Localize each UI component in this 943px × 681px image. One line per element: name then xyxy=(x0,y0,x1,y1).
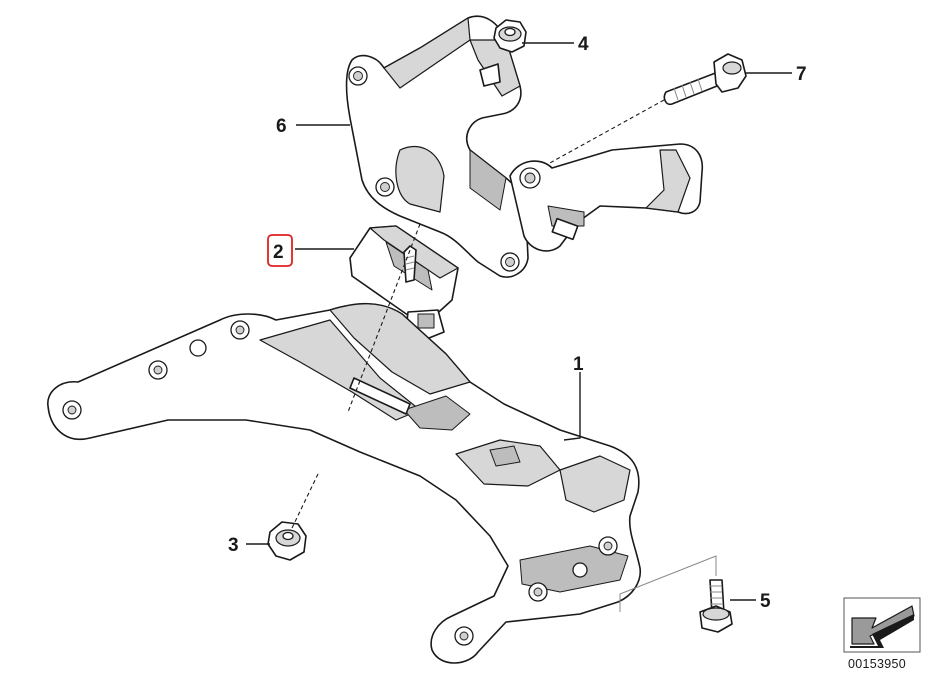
assembly-lines xyxy=(291,99,717,612)
drawing-reference-number: 00153950 xyxy=(848,657,906,671)
callout-2[interactable]: 2 xyxy=(267,234,293,267)
part-5-bolt[interactable] xyxy=(699,579,733,633)
part-4-nut[interactable] xyxy=(493,19,527,53)
part-6-transmission-bracket[interactable] xyxy=(345,15,704,278)
callout-2-label: 2 xyxy=(273,242,284,263)
part-1-crossmember[interactable] xyxy=(47,302,642,664)
callout-5-label: 5 xyxy=(760,591,771,612)
callout-3[interactable]: 3 xyxy=(228,535,239,556)
callout-1[interactable]: 1 xyxy=(573,354,584,375)
callout-4[interactable]: 4 xyxy=(578,34,589,55)
callout-4-label: 4 xyxy=(578,34,589,55)
leader-lines xyxy=(246,42,792,601)
callout-7-label: 7 xyxy=(796,64,807,85)
callout-6[interactable]: 6 xyxy=(276,116,287,137)
part-7-bolt[interactable] xyxy=(663,53,747,106)
part-3-nut[interactable] xyxy=(267,521,307,561)
callout-2-selection-box xyxy=(267,234,293,267)
callout-6-label: 6 xyxy=(276,116,287,137)
part-2-rubber-mount[interactable] xyxy=(349,225,459,341)
callout-5[interactable]: 5 xyxy=(760,591,771,612)
callout-3-label: 3 xyxy=(228,535,239,556)
callout-7[interactable]: 7 xyxy=(796,64,807,85)
arrow-left-down-icon xyxy=(843,597,921,653)
callout-1-label: 1 xyxy=(573,354,584,375)
